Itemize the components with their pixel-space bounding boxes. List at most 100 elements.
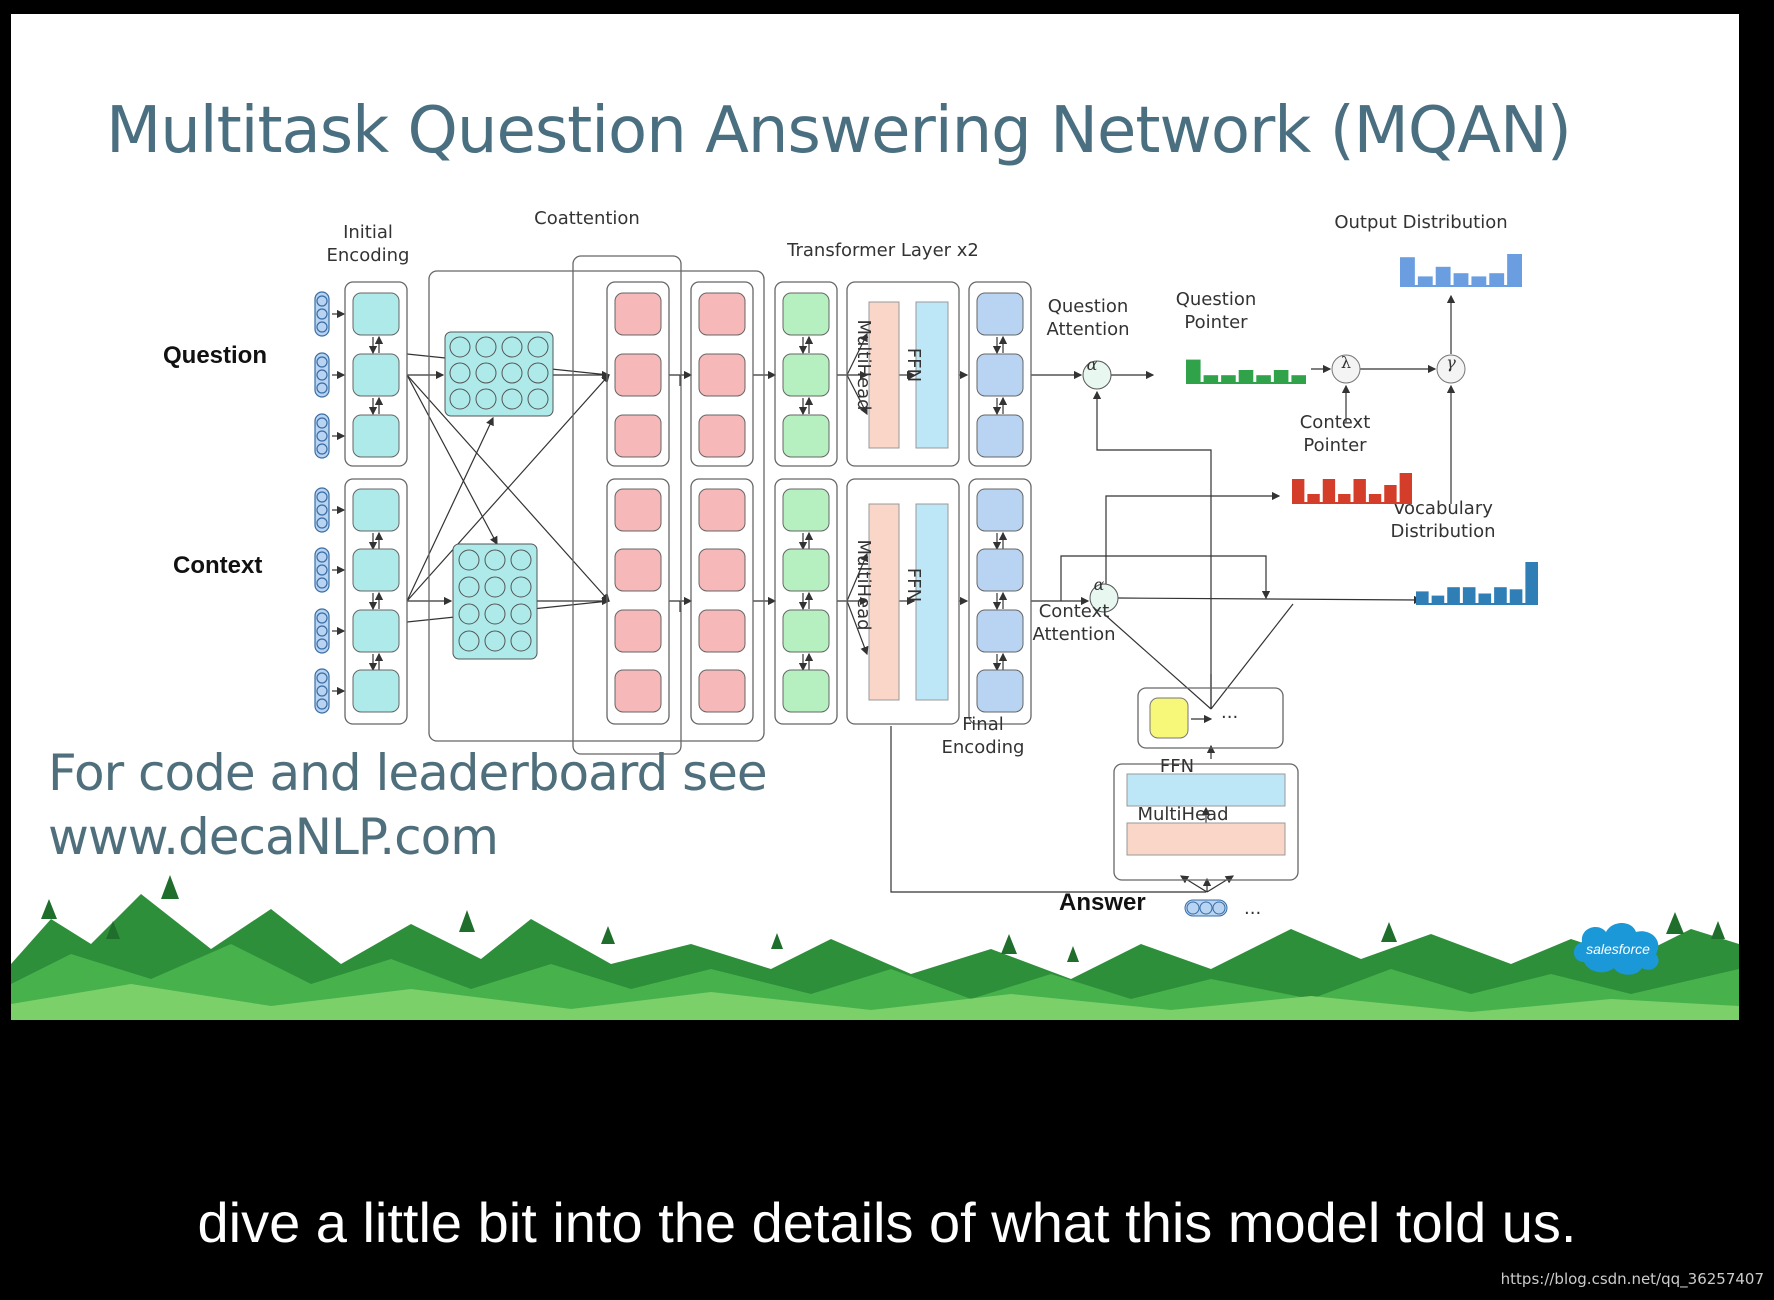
matrix-cell (501, 336, 523, 358)
transformer-cell (782, 609, 830, 653)
token-dot (316, 369, 328, 381)
transformer-cell (782, 414, 830, 458)
distribution-bar (1447, 587, 1460, 604)
token-dot (316, 356, 328, 368)
distribution-bar (1417, 276, 1433, 286)
matrix-cell (458, 630, 480, 652)
coattention-cell (614, 548, 662, 592)
distribution-bar (1338, 494, 1351, 503)
context-token-stack (314, 547, 330, 593)
decoder-multihead-block (1126, 822, 1286, 856)
question-attention-label-2: Attention (1046, 319, 1129, 340)
ffn-label-c: FFN (903, 568, 924, 602)
coattention-context-group (606, 478, 670, 725)
distribution-bar (1256, 375, 1271, 383)
transformer-block-context (846, 478, 960, 725)
distribution-bar (1431, 595, 1445, 604)
distribution-bar (1494, 587, 1507, 604)
coattention-bracket-frame (572, 255, 682, 755)
vocab-dist-label-1: Vocabulary (1393, 498, 1493, 519)
token-dot (316, 638, 328, 650)
vocabulary-distribution (1416, 562, 1538, 605)
distribution-bar (1416, 591, 1429, 604)
final-encoding-cell (976, 353, 1024, 397)
token-dot (316, 517, 328, 529)
connector-line (890, 726, 1206, 893)
final-encoding-cell (976, 548, 1024, 592)
coattention-cell (698, 609, 746, 653)
coattention-question-group (690, 281, 754, 467)
distribution-bar (1471, 276, 1487, 286)
matrix-cell (475, 336, 497, 358)
question-coattention-matrix (444, 331, 554, 417)
matrix-cell (501, 362, 523, 384)
token-dot (316, 491, 328, 503)
matrix-cell (449, 362, 471, 384)
token-dot (316, 295, 328, 307)
distribution-bar (1478, 593, 1492, 604)
answer-label: Answer (1059, 889, 1146, 916)
context-attention-node (1089, 583, 1119, 613)
gamma-node (1436, 354, 1466, 384)
coattention-cell (698, 414, 746, 458)
token-dot (316, 698, 328, 710)
token-dot (1199, 901, 1213, 915)
transformer-question-group (774, 281, 838, 467)
token-dot (316, 417, 328, 429)
final-encoding-cell (976, 609, 1024, 653)
transformer-cell (782, 669, 830, 713)
distribution-bar (1186, 359, 1201, 383)
transformer-cell (782, 353, 830, 397)
matrix-cell (510, 549, 532, 571)
coattention-cell (614, 488, 662, 532)
final-encoding-label-1: Final (962, 714, 1003, 735)
vocab-dist-label-2: Distribution (1390, 521, 1495, 542)
transformer-cell (782, 488, 830, 532)
initial-encoding-label-2: Encoding (327, 245, 410, 266)
answer-token-stack (1184, 899, 1228, 917)
matrix-cell (475, 388, 497, 410)
connector-line (1117, 595, 1423, 605)
distribution-bar (1489, 273, 1505, 286)
distribution-bar (1399, 473, 1412, 503)
coattention-cell (614, 414, 662, 458)
connector-line (846, 374, 868, 416)
initial-encoding-label-1: Initial (343, 222, 393, 243)
cross-attention-line (406, 374, 610, 602)
final-encoding-cell (976, 488, 1024, 532)
context-token-stack (314, 608, 330, 654)
initial-encoding-cell (352, 609, 400, 653)
question-alpha-symbol: α (1087, 355, 1098, 374)
lambda-symbol: λ (1341, 353, 1351, 372)
slide: Multitask Question Answering Network (MQ… (11, 14, 1739, 1020)
transformer-cell (782, 292, 830, 336)
connector-line (1060, 555, 1271, 601)
transformer-cell (782, 548, 830, 592)
output-distribution (1400, 254, 1522, 287)
lambda-node (1331, 354, 1361, 384)
multihead-block (868, 503, 900, 701)
context-pointer-distribution (1292, 473, 1412, 504)
token-dot (316, 308, 328, 320)
distribution-bar (1221, 375, 1236, 383)
connector-line (1210, 603, 1294, 710)
matrix-cell (510, 630, 532, 652)
promo-url[interactable]: www.decaNLP.com (48, 808, 499, 866)
question-label: Question (163, 342, 267, 369)
cross-attention-line (406, 374, 498, 546)
ffn-label-q: FFN (903, 348, 924, 382)
connector-line (1092, 390, 1212, 709)
token-dot (1186, 901, 1200, 915)
distribution-bar (1507, 254, 1522, 286)
connector-line (1206, 875, 1235, 893)
question-token-stack (314, 352, 330, 398)
mountain-landscape (11, 875, 1739, 1020)
mqan-diagram: Question Context Answer Initial Encoding… (163, 208, 1538, 919)
distribution-bar (1291, 375, 1306, 383)
initial-encoding-question-group (344, 281, 408, 467)
video-caption: dive a little bit into the details of wh… (197, 1191, 1577, 1254)
connector-line (846, 552, 869, 602)
multihead-block (868, 301, 900, 449)
matrix-cell (484, 576, 506, 598)
question-pointer-label-1: Question (1176, 289, 1257, 310)
